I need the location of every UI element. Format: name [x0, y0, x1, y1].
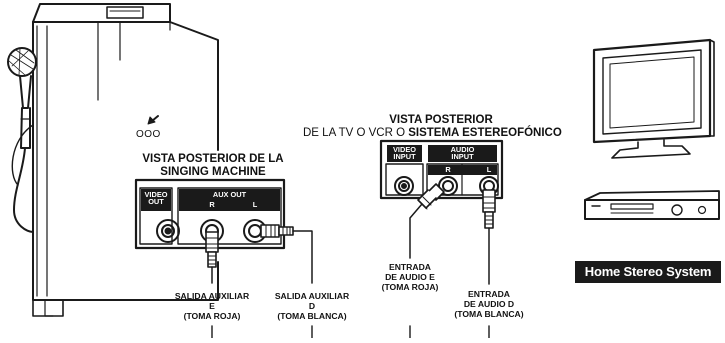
audio-input-label: AUDIO INPUT [450, 145, 475, 162]
audio-input-rl-header [428, 165, 497, 175]
stereo-receiver [584, 190, 720, 220]
tv-title-line1: VISTA POSTERIOR [389, 114, 493, 126]
machine-title-line2: SINGING MACHINE [160, 166, 266, 178]
singing-machine-cabinet [32, 3, 219, 317]
ports-glyph: OOO [136, 129, 161, 140]
callout-salida-e: SALIDA AUXILIAR E (TOMA ROJA) [174, 291, 250, 321]
rca-plug-vertical [205, 231, 219, 284]
aux-out-header [179, 189, 280, 211]
microphone [7, 47, 37, 233]
audio-input-r-label: R [445, 165, 451, 174]
audio-input-header [428, 145, 497, 162]
rca-plug-input-vertical [482, 189, 496, 285]
tv-title-line2: DE LA TV O VCR O SISTEMA ESTEREOFÓNICO [303, 127, 603, 140]
machine-title-line1: VISTA POSTERIOR DE LA [142, 153, 284, 165]
audio-input-l-label: L [486, 165, 492, 174]
callout-entrada-e: ENTRADA DE AUDIO E (TOMA ROJA) [381, 262, 439, 292]
video-out-label: VIDEO OUT [144, 190, 168, 207]
aux-out-r-label: R [209, 200, 215, 209]
video-input-label: VIDEO INPUT [393, 145, 416, 162]
video-input-jack [394, 176, 414, 196]
aux-out-l-label: L [252, 200, 258, 209]
home-stereo-badge: Home Stereo System [575, 261, 721, 283]
rca-plug-horizontal [260, 224, 313, 284]
tv-title-prefix: DE LA TV O VCR O [303, 127, 406, 139]
aux-out-label: AUX OUT [212, 190, 247, 199]
callout-entrada-d: ENTRADA DE AUDIO D (TOMA BLANCA) [454, 289, 524, 319]
callout-salida-d: SALIDA AUXILIAR D (TOMA BLANCA) [274, 291, 350, 321]
rca-plug-diagonal [409, 183, 445, 259]
video-input-header [387, 145, 422, 162]
video-out-header [141, 189, 171, 211]
tv-title-bold: SISTEMA ESTEREOFÓNICO [408, 127, 562, 139]
video-out-jack [156, 219, 180, 243]
television [592, 38, 715, 159]
